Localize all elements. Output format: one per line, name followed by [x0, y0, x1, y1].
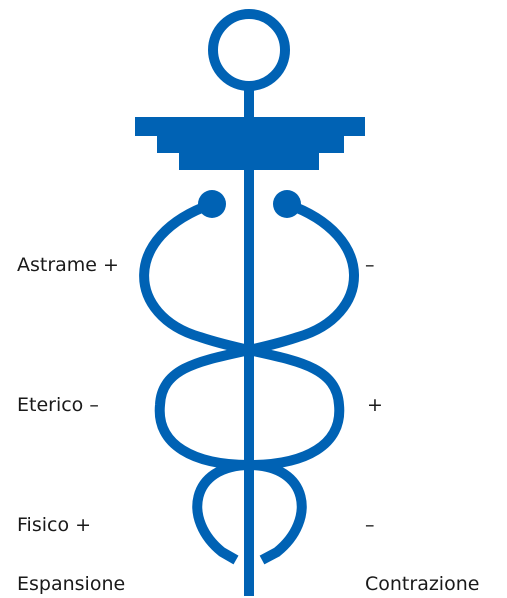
label-contrazione: Contrazione [365, 575, 479, 594]
crossbar [135, 117, 365, 170]
crossbar-bottom [179, 151, 319, 170]
crossbar-middle [157, 134, 344, 153]
serpent-head-right [273, 190, 301, 218]
label-espansione: Espansione [17, 575, 125, 594]
label-astrale: Astrame + [17, 256, 119, 275]
sign-astrale: – [365, 256, 375, 275]
serpent-head-left [198, 190, 226, 218]
top-ring [213, 14, 285, 86]
crossbar-top [135, 117, 365, 136]
label-eterico: Eterico – [17, 396, 99, 415]
label-fisico: Fisico + [17, 516, 91, 535]
sign-eterico: + [367, 396, 383, 415]
sign-fisico: – [365, 516, 375, 535]
